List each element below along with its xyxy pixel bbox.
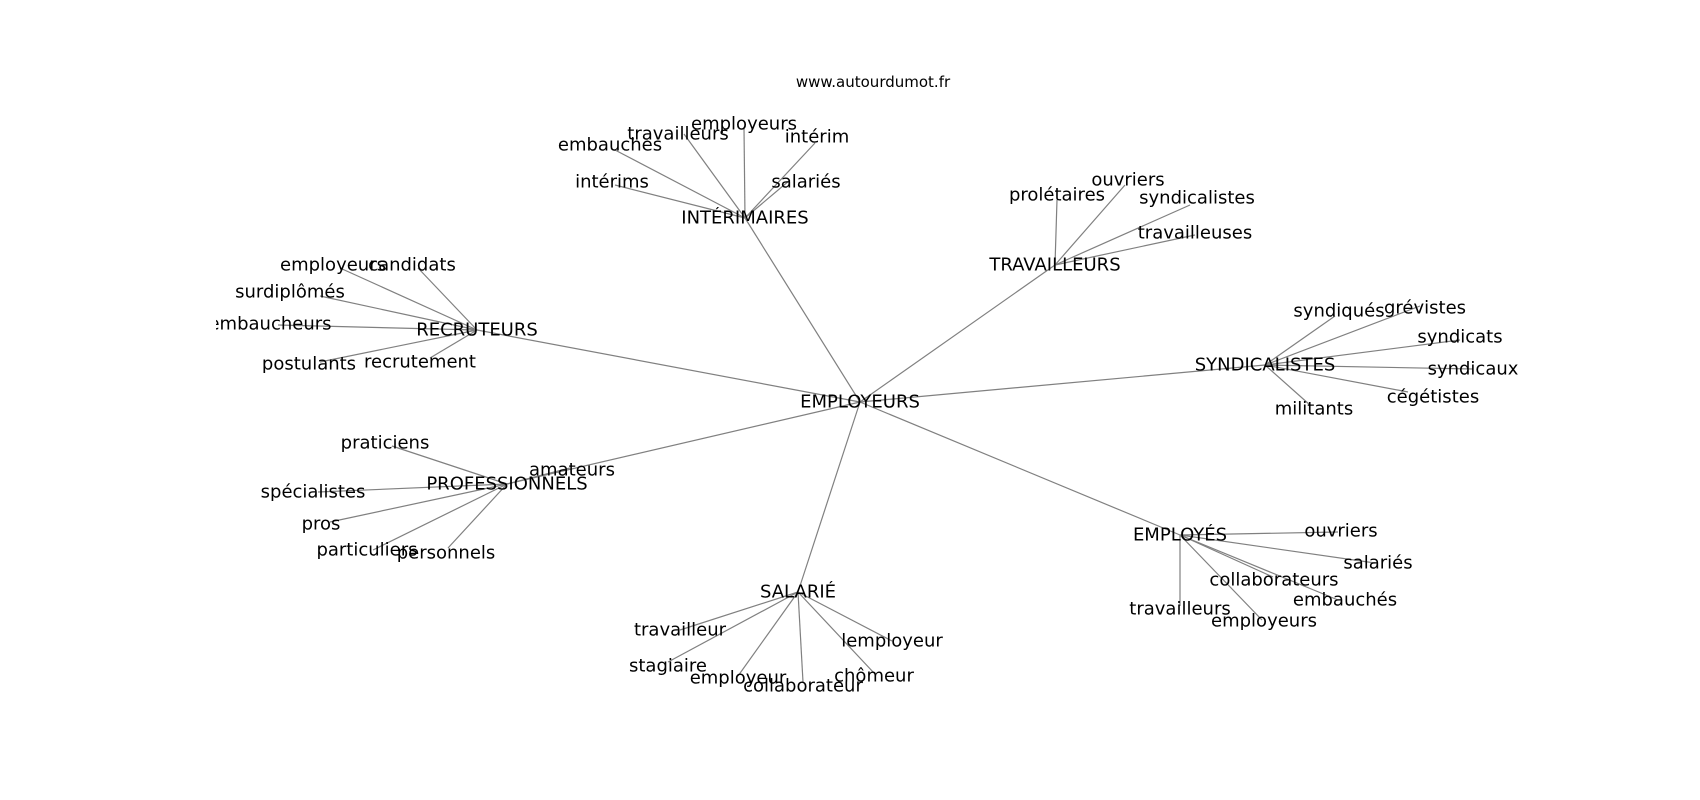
edge-professionnels-to-particuliers [372, 483, 508, 551]
leaf-node-employes-travailleurs: travailleurs [1129, 599, 1230, 620]
edge-professionnels-to-amateurs [506, 467, 571, 485]
leaf-node-syndicalistes-syndicats: syndicats [1417, 327, 1502, 348]
leaf-node-professionnels-personnels: personnels [397, 543, 496, 564]
leaf-node-interimaires-embauches: embauches [558, 135, 662, 156]
leaf-node-syndicalistes-militants: militants [1275, 399, 1353, 420]
edge-recruteurs-to-candidats [417, 267, 478, 331]
cluster-node-travailleurs: TRAVAILLEURS [988, 255, 1120, 276]
edge-employes-to-ouvriers [1179, 531, 1339, 536]
cluster-node-recruteurs: RECRUTEURS [416, 320, 538, 341]
edge-recruteurs-to-recrutement [429, 329, 478, 359]
edge-salarie-to-stagiaire [667, 591, 799, 663]
edge-salarie-to-employeur [737, 591, 799, 677]
leaf-node-salarie-collaborateur: collaborateur [743, 676, 863, 697]
cluster-node-employes: EMPLOYÉS [1133, 524, 1227, 546]
edge-syndicalistes-to-cegetistes [1264, 364, 1409, 393]
edge-recruteurs-to-embaucheurs [277, 324, 478, 331]
leaf-node-salarie-travailleur: travailleur [634, 620, 727, 641]
edge-salarie-to-chomeur [797, 591, 875, 674]
edge-salarie-to-collaborateur [797, 591, 804, 683]
leaf-node-professionnels-amateurs: amateurs [529, 460, 615, 481]
leaf-node-syndicalistes-syndiques: syndiqués [1293, 301, 1384, 322]
leaf-node-recruteurs-recrutement: recrutement [364, 352, 476, 373]
edge-employes-to-salaries [1179, 534, 1376, 564]
edge-center-to-salarie [797, 401, 861, 593]
edge-center-to-travailleurs [859, 264, 1056, 403]
leaf-node-employes-collaborateurs: collaborateurs [1209, 570, 1338, 591]
leaf-node-syndicalistes-syndicaux: syndicaux [1428, 359, 1519, 380]
center-node-label: EMPLOYEURS [800, 392, 920, 413]
edge-syndicalistes-to-syndiques [1264, 315, 1336, 366]
edge-interimaires-to-embauches [614, 149, 746, 219]
leaf-node-professionnels-specialistes: spécialistes [261, 482, 366, 503]
edge-salarie-to-travailleur [679, 591, 799, 631]
leaf-node-interimaires-employeurs: employeurs [691, 114, 797, 135]
leaf-node-employes-salaries: salariés [1343, 553, 1412, 574]
edge-travailleurs-to-proletaires [1054, 199, 1058, 266]
leaf-node-employes-ouvriers: ouvriers [1304, 521, 1377, 542]
edge-professionnels-to-specialistes [317, 483, 508, 493]
edge-syndicalistes-to-syndicaux [1264, 364, 1474, 370]
graph-nodes: EMPLOYEURSINTÉRIMAIRESembauchestravaille… [208, 114, 1519, 697]
edge-professionnels-to-personnels [447, 483, 508, 549]
edge-travailleurs-to-ouvriers [1054, 184, 1126, 266]
leaf-node-recruteurs-surdiplomes: surdiplômés [235, 282, 345, 303]
graph-edges [277, 127, 1474, 683]
leaf-node-professionnels-particuliers: particuliers [316, 540, 417, 561]
edge-interimaires-to-salaries [744, 179, 791, 219]
edge-professionnels-to-pros [329, 483, 508, 523]
leaf-node-interimaires-interim: intérim [785, 127, 849, 148]
leaf-node-travailleurs-travailleuses: travailleuses [1138, 223, 1253, 244]
edge-center-to-employes [859, 401, 1181, 536]
edge-recruteurs-to-employeurs [339, 267, 478, 331]
edge-center-to-syndicalistes [859, 364, 1266, 403]
leaf-node-professionnels-pros: pros [302, 514, 341, 535]
leaf-node-recruteurs-postulants: postulants [262, 354, 356, 375]
leaf-node-syndicalistes-cegetistes: cégétistes [1387, 387, 1479, 408]
leaf-node-recruteurs-employeurs: employeurs [280, 255, 386, 276]
edge-interimaires-to-interim [744, 142, 816, 219]
edge-travailleurs-to-syndicalistes [1054, 204, 1191, 266]
edge-center-to-professionnels [506, 401, 861, 485]
site-url-label: www.autourdumot.fr [796, 73, 951, 91]
leaf-node-travailleurs-ouvriers: ouvriers [1091, 170, 1164, 191]
leaf-node-recruteurs-embaucheurs: embaucheurs [208, 314, 331, 335]
cluster-node-interimaires: INTÉRIMAIRES [681, 207, 808, 229]
edge-interimaires-to-travailleurs [683, 133, 746, 219]
graph-plot-area: EMPLOYEURSINTÉRIMAIRESembauchestravaille… [208, 114, 1519, 697]
edge-recruteurs-to-surdiplomes [319, 295, 478, 331]
edge-salarie-to-lemployeur [797, 591, 893, 642]
edge-interimaires-to-interims [614, 184, 746, 219]
leaf-node-employes-employeurs: employeurs [1211, 611, 1317, 632]
edge-center-to-interimaires [744, 217, 861, 403]
edge-professionnels-to-praticiens [391, 445, 508, 485]
leaf-node-travailleurs-proletaires: prolétaires [1009, 185, 1105, 206]
cluster-node-salarie: SALARIÉ [760, 581, 836, 603]
leaf-node-salarie-lemployeur: lemployeur [841, 631, 943, 652]
cluster-node-syndicalistes: SYNDICALISTES [1195, 355, 1336, 376]
leaf-node-salarie-stagiaire: stagiaire [629, 656, 707, 677]
edge-center-to-recruteurs [476, 329, 861, 403]
edge-employes-to-employeurs [1179, 534, 1263, 621]
edge-syndicalistes-to-syndicats [1264, 339, 1461, 366]
leaf-node-interimaires-travailleurs: travailleurs [627, 124, 728, 145]
edge-employes-to-embauches [1179, 534, 1339, 601]
edge-syndicalistes-to-militants [1264, 364, 1311, 406]
leaf-node-professionnels-praticiens: praticiens [341, 433, 430, 454]
edge-travailleurs-to-travailleuses [1054, 234, 1196, 266]
leaf-node-syndicalistes-grevistes: grévistes [1384, 298, 1466, 319]
leaf-node-interimaires-interims: intérims [575, 172, 649, 193]
leaf-node-employes-embauches: embauchés [1293, 590, 1397, 611]
edge-recruteurs-to-postulants [319, 329, 478, 363]
leaf-node-interimaires-salaries: salariés [771, 172, 840, 193]
leaf-node-recruteurs-candidats: candidats [368, 255, 456, 276]
leaf-node-salarie-chomeur: chômeur [834, 666, 914, 687]
cluster-node-professionnels: PROFESSIONNELS [426, 474, 587, 495]
leaf-node-salarie-employeur: employeur [690, 668, 787, 689]
leaf-node-travailleurs-syndicalistes: syndicalistes [1139, 188, 1255, 209]
edge-interimaires-to-employeurs [743, 127, 746, 219]
edge-syndicalistes-to-grevistes [1264, 305, 1421, 366]
